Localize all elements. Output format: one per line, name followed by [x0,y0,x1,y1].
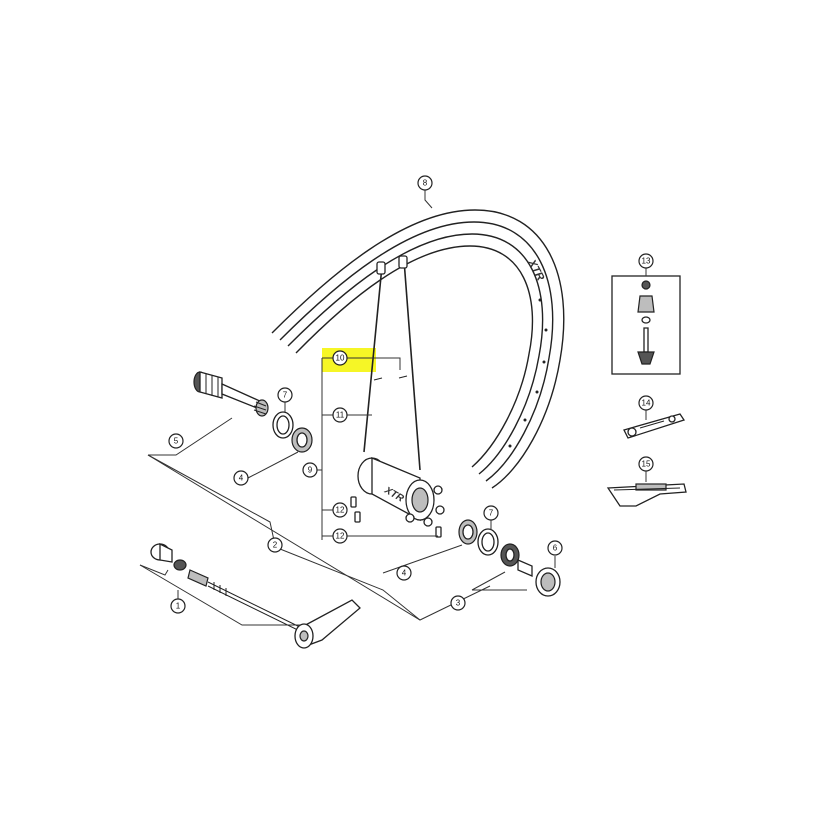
svg-text:1: 1 [176,602,181,611]
callout-2: 2 [267,537,283,553]
svg-text:7: 7 [489,509,494,518]
svg-text:11: 11 [336,411,345,420]
callout-14: 14 [638,395,654,411]
nipples [350,496,442,538]
svg-text:13: 13 [642,257,651,266]
callout-12a: 12 [332,502,348,518]
svg-text:14: 14 [642,399,651,408]
spokes [363,255,421,471]
spoke-wrench [623,413,686,439]
callout-7a: 7 [277,387,293,403]
quick-release [150,542,361,649]
callout-6: 6 [547,540,563,556]
callout-8: 8 [417,175,433,191]
svg-text:12: 12 [336,506,345,515]
hub-body: XTR [357,457,445,527]
bearing-left [272,411,313,453]
svg-text:10: 10 [336,354,345,363]
bearing-right [458,519,561,597]
svg-text:2: 2 [273,541,278,550]
callout-4a: 4 [233,470,249,486]
svg-text:7: 7 [283,391,288,400]
svg-text:3: 3 [456,599,461,608]
leader-lines [139,190,647,626]
callout-1: 1 [170,598,186,614]
svg-text:9: 9 [308,466,313,475]
callout-3: 3 [450,595,466,611]
rim-brand-label: XTR [525,257,546,283]
callout-10: 10 [332,350,348,366]
svg-text:8: 8 [423,179,428,188]
callout-15: 15 [638,456,654,472]
callout-13: 13 [638,253,654,269]
svg-text:6: 6 [553,544,558,553]
highlight-part-10 [322,348,376,372]
svg-text:15: 15 [642,460,651,469]
tire-lever [606,483,687,507]
svg-text:4: 4 [239,474,244,483]
svg-text:12: 12 [336,532,345,541]
axle-left [193,371,269,417]
callout-5: 5 [168,433,184,449]
rim-spoke-holes [508,298,548,448]
callout-7b: 7 [483,505,499,521]
svg-text:4: 4 [402,569,407,578]
svg-text:5: 5 [174,437,179,446]
callout-4b: 4 [396,565,412,581]
callout-9: 9 [302,462,318,478]
callout-11: 11 [332,407,348,423]
valve-box [611,275,681,375]
callout-12b: 12 [332,528,348,544]
